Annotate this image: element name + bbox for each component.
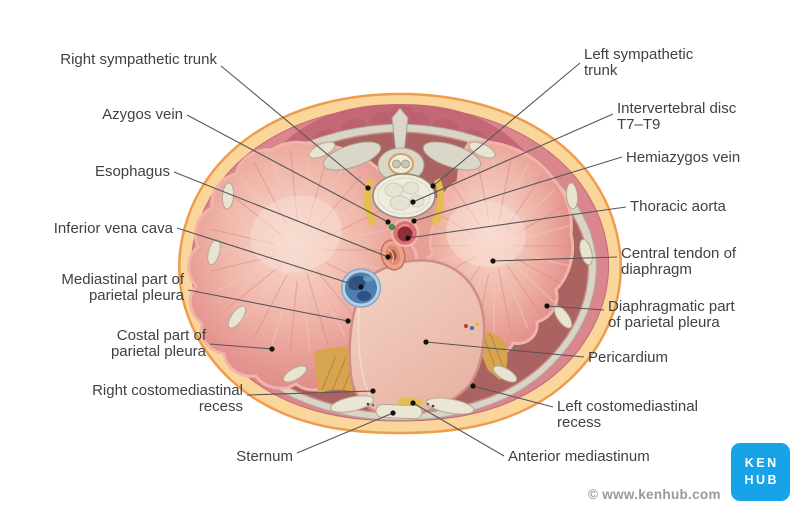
label-esophagus: Esophagus <box>94 163 170 180</box>
label-endpoint-dots <box>269 183 550 416</box>
label-azygos-vein: Azygos vein <box>102 106 183 123</box>
kenhub-logo-line2: HUB <box>744 473 780 487</box>
sternum-bone <box>375 403 423 420</box>
parasternal-vessels <box>366 402 435 408</box>
leader-lines <box>173 62 627 457</box>
label-sternum: Sternum <box>236 448 293 465</box>
internal-thoracic-vessels <box>464 322 479 330</box>
copyright-text: © www.kenhub.com <box>588 487 721 502</box>
label-right-sympathetic-trunk: Right sympathetic trunk <box>60 51 217 68</box>
central-tendon-right <box>250 195 342 273</box>
pericardium-sac <box>348 259 486 419</box>
esophagus-vessel <box>380 239 406 271</box>
pericardium-highlight <box>357 299 373 401</box>
label-thoracic-aorta: Thoracic aorta <box>630 198 726 215</box>
label-pericardium: Pericardium <box>588 349 669 366</box>
label-inferior-vena-cava: Inferior vena cava <box>53 220 173 237</box>
central-tendon-left <box>446 200 526 268</box>
thoracic-duct-dot <box>389 224 395 230</box>
label-anterior-mediastinum: Anterior mediastinum <box>508 448 650 465</box>
label-hemiazygos-vein: Hemiazygos vein <box>626 149 741 166</box>
thoracic-aorta-vessel <box>390 218 420 248</box>
anterior-mediastinum-strip <box>397 397 423 407</box>
kenhub-logo[interactable]: KEN HUB <box>731 443 790 501</box>
kenhub-logo-line1: KEN <box>744 456 779 470</box>
